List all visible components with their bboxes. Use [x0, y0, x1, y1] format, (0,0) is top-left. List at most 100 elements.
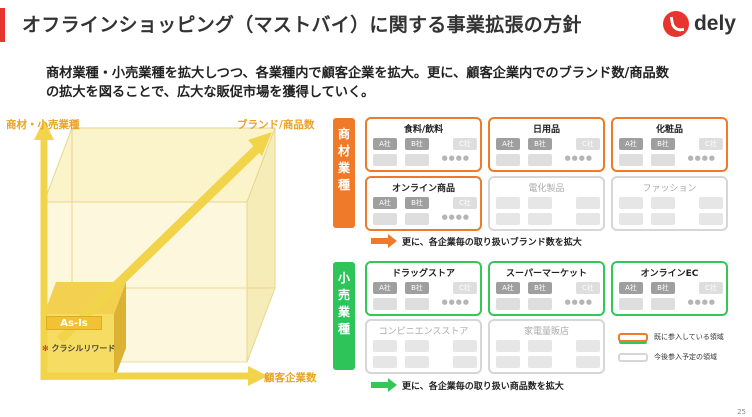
company-chip-placeholder [373, 154, 397, 166]
company-chip-placeholder [699, 213, 723, 225]
product-logo-text: クラシルリワード [51, 344, 116, 353]
segment-title: 家電量販店 [523, 327, 569, 337]
legend: 既に参入している領域 今後参入予定の領域 [618, 330, 724, 364]
company-chip-placeholder [619, 197, 643, 209]
page-title: オフラインショッピング（マストバイ）に関する事業拡張の方針 [22, 14, 582, 36]
company-chip-c: C社 [576, 138, 600, 150]
legend-label-planned: 今後参入予定の領域 [654, 353, 717, 361]
company-chip-placeholder [405, 213, 429, 225]
company-chip-placeholder [496, 298, 520, 310]
segment-box-supermarket: スーパーマーケット A社 B社 C社 ●●●● [488, 261, 605, 316]
company-chip-placeholder [496, 356, 520, 368]
company-chip-placeholder [528, 197, 552, 209]
segment-box-drugstore: ドラッグストア A社 B社 C社 ●●●● [365, 261, 482, 316]
kurashiru-logo-icon: ✻ [42, 344, 49, 353]
segment-title: オンラインEC [640, 269, 699, 279]
company-chip-placeholder [528, 356, 552, 368]
more-dots: ●●●● [564, 154, 593, 162]
product-expansion-arrow-icon [371, 378, 397, 392]
segment-title: 日用品 [532, 125, 560, 135]
company-chip-placeholder [496, 197, 520, 209]
company-chip-placeholder [619, 298, 643, 310]
dely-logo: dely [662, 11, 736, 37]
company-chip-c: C社 [453, 282, 477, 294]
brand-expansion-arrow-icon [371, 234, 397, 248]
brand-expansion-note: 更に、各企業毎の取り扱いブランド数を拡大 [402, 238, 582, 248]
section-label-text: 商材業種 [338, 127, 351, 192]
company-chip-placeholder [453, 340, 477, 352]
segment-box-cosmetics: 化粧品 A社 B社 C社 ●●●● [611, 117, 728, 172]
company-chip-placeholder [576, 197, 600, 209]
segment-box-daily-goods: 日用品 A社 B社 C社 ●●●● [488, 117, 605, 172]
section-label-retail: 小売業種 [333, 262, 355, 370]
company-chip-c: C社 [576, 282, 600, 294]
company-chip-a: A社 [496, 282, 520, 294]
segment-box-food: 食料/飲料 A社 B社 C社 ●●●● [365, 117, 482, 172]
more-dots: ●●●● [441, 213, 470, 221]
company-chip-placeholder [405, 356, 429, 368]
company-chip-placeholder [405, 340, 429, 352]
segment-box-electronics: 電化製品 [488, 176, 605, 231]
segment-box-convenience-store: コンビニエンスストア [365, 319, 482, 374]
product-expansion-note: 更に、各企業毎の取り扱い商品数を拡大 [402, 382, 564, 392]
segment-title: 食料/飲料 [403, 125, 444, 135]
segment-title: オンライン商品 [391, 184, 455, 194]
company-chip-b: B社 [528, 138, 552, 150]
company-chip-placeholder [651, 213, 675, 225]
segment-box-online-ec: オンラインEC A社 B社 C社 ●●●● [611, 261, 728, 316]
segment-box-online-products: オンライン商品 A社 B社 C社 ●●●● [365, 176, 482, 231]
company-chip-a: A社 [373, 282, 397, 294]
segment-title: ドラッグストア [391, 269, 455, 279]
more-dots: ●●●● [441, 154, 470, 162]
company-chip-placeholder [651, 154, 675, 166]
dely-logo-icon [662, 11, 689, 37]
kurashiru-reward-logo: ✻ クラシルリワード [42, 343, 115, 354]
segment-box-fashion: ファッション [611, 176, 728, 231]
section-label-text: 小売業種 [338, 271, 351, 336]
more-dots: ●●●● [687, 298, 716, 306]
company-chip-placeholder [453, 356, 477, 368]
company-chip-placeholder [651, 197, 675, 209]
cube-graphic [34, 120, 276, 386]
company-chip-c: C社 [453, 138, 477, 150]
company-chip-placeholder [619, 154, 643, 166]
company-chip-placeholder [496, 340, 520, 352]
legend-swatch-active [618, 332, 648, 342]
legend-swatch-planned [618, 352, 648, 362]
lead-line-1: 商材業種・小売業種を拡大しつつ、各業種内で顧客企業を拡大。更に、顧客企業内でのブ… [46, 66, 669, 81]
title-accent-bar [0, 8, 5, 42]
company-chip-b: B社 [528, 282, 552, 294]
company-chip-placeholder [373, 340, 397, 352]
lead-line-2: の拡大を図ることで、広大な販促市場を獲得していく。 [46, 85, 375, 100]
segment-title: スーパーマーケット [506, 269, 587, 279]
segment-title: 電化製品 [528, 184, 565, 194]
company-chip-b: B社 [651, 138, 675, 150]
company-chip-placeholder [528, 213, 552, 225]
company-chip-placeholder [528, 154, 552, 166]
segment-title: コンビニエンスストア [378, 327, 469, 337]
more-dots: ●●●● [687, 154, 716, 162]
legend-label-active: 既に参入している領域 [654, 333, 724, 341]
company-chip-a: A社 [373, 138, 397, 150]
legend-item-active: 既に参入している領域 [618, 330, 724, 344]
company-chip-placeholder [373, 356, 397, 368]
company-chip-b: B社 [651, 282, 675, 294]
company-chip-placeholder [405, 298, 429, 310]
company-chip-placeholder [405, 154, 429, 166]
expansion-cube-diagram: 商材・小売業種 ブランド/商品数 顧客企業数 As-Is ✻ クラシルリワード [0, 110, 340, 410]
company-chip-a: A社 [619, 138, 643, 150]
company-chip-placeholder [576, 356, 600, 368]
company-chip-placeholder [373, 213, 397, 225]
company-chip-b: B社 [405, 138, 429, 150]
header: オフラインショッピング（マストバイ）に関する事業拡張の方針 dely [0, 0, 752, 50]
more-dots: ●●●● [441, 298, 470, 306]
company-chip-a: A社 [619, 282, 643, 294]
company-chip-b: B社 [405, 197, 429, 209]
company-chip-placeholder [528, 298, 552, 310]
company-chip-c: C社 [453, 197, 477, 209]
company-chip-placeholder [699, 197, 723, 209]
company-chip-a: A社 [496, 138, 520, 150]
as-is-badge: As-Is [46, 316, 102, 330]
section-label-merchandise: 商材業種 [333, 118, 355, 228]
segment-box-electronics-retailer: 家電量販店 [488, 319, 605, 374]
